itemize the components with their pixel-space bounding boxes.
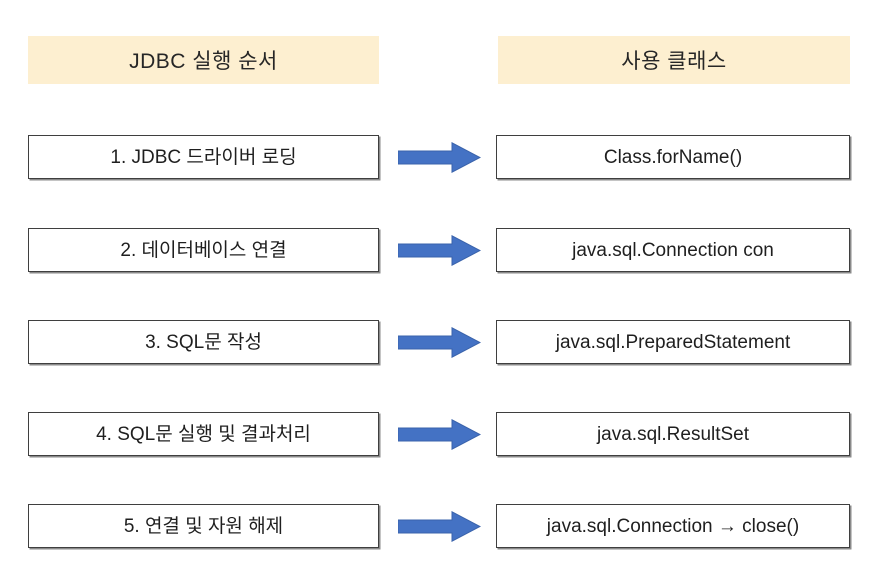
flow-row: 3. SQL문 작성 java.sql.PreparedStatement [0,320,881,366]
class-box-2-label: java.sql.Connection con [572,239,774,261]
step-box-4[interactable]: 4. SQL문 실행 및 결과처리 [28,412,379,456]
right-block-arrow-icon [398,142,481,173]
class-box-4[interactable]: java.sql.ResultSet [496,412,850,456]
step-box-3-label: 3. SQL문 작성 [145,331,262,353]
step-box-5[interactable]: 5. 연결 및 자원 해제 [28,504,379,548]
column-header-classes: 사용 클래스 [498,36,850,84]
step-box-2[interactable]: 2. 데이터베이스 연결 [28,228,379,272]
flow-row: 1. JDBC 드라이버 로딩 Class.forName() [0,135,881,181]
step-box-3[interactable]: 3. SQL문 작성 [28,320,379,364]
step-box-1-label: 1. JDBC 드라이버 로딩 [110,146,297,168]
flow-row: 5. 연결 및 자원 해제 java.sql.Connection → clos… [0,504,881,550]
column-header-classes-label: 사용 클래스 [621,50,727,73]
step-box-5-label: 5. 연결 및 자원 해제 [123,515,284,537]
step-box-1[interactable]: 1. JDBC 드라이버 로딩 [28,135,379,179]
flow-row: 4. SQL문 실행 및 결과처리 java.sql.ResultSet [0,412,881,458]
column-header-steps: JDBC 실행 순서 [28,36,379,84]
class-box-1-label: Class.forName() [603,146,743,168]
right-block-arrow-icon [398,511,481,542]
column-header-steps-label: JDBC 실행 순서 [129,50,278,73]
class-box-4-label: java.sql.ResultSet [596,423,750,445]
class-box-5-label: java.sql.Connection → close() [546,515,800,537]
right-block-arrow-icon [398,235,481,266]
step-box-2-label: 2. 데이터베이스 연결 [120,239,287,261]
right-block-arrow-icon [398,327,481,358]
class-box-3-label: java.sql.PreparedStatement [555,331,791,353]
class-box-3[interactable]: java.sql.PreparedStatement [496,320,850,364]
class-box-2[interactable]: java.sql.Connection con [496,228,850,272]
class-box-1[interactable]: Class.forName() [496,135,850,179]
step-box-4-label: 4. SQL문 실행 및 결과처리 [96,423,311,445]
class-box-5[interactable]: java.sql.Connection → close() [496,504,850,548]
flow-row: 2. 데이터베이스 연결 java.sql.Connection con [0,228,881,274]
right-block-arrow-icon [398,419,481,450]
